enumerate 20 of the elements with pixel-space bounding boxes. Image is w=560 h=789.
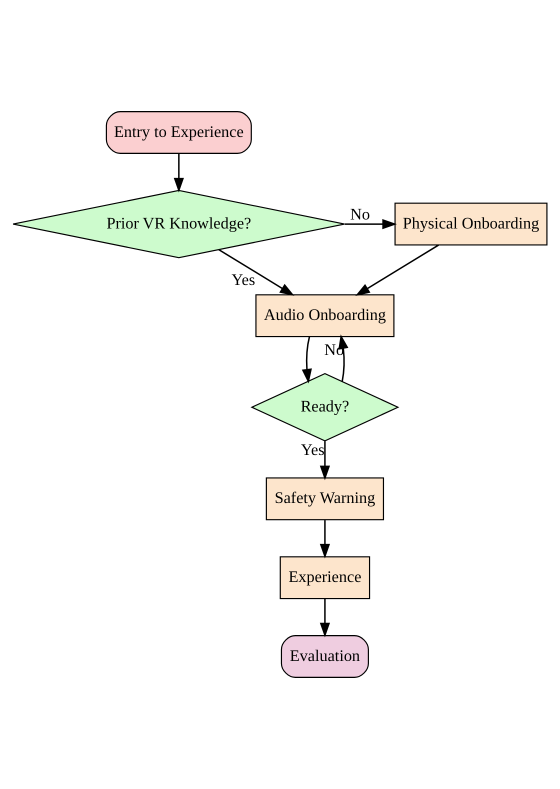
arrow [218, 249, 294, 296]
arrow [344, 218, 397, 230]
node-box: Entry to Experience [106, 111, 252, 154]
node-diamond: Prior VR Knowledge? [12, 190, 346, 258]
arrow [338, 334, 348, 382]
arrow [355, 244, 439, 296]
node-box: Safety Warning [266, 477, 384, 520]
node-diamond: Ready? [250, 373, 400, 442]
node-box: Audio Onboarding [255, 294, 394, 338]
arrow [320, 520, 330, 559]
arrow [320, 441, 330, 480]
arrow [174, 153, 184, 192]
arrow [320, 598, 330, 638]
node-box: Experience [280, 556, 370, 600]
edge-label: Yes [300, 441, 325, 460]
edge-label: No [350, 206, 370, 224]
node-box: Evaluation [280, 635, 369, 678]
edge-label: Yes [232, 271, 256, 290]
node-box: Physical Onboarding [394, 202, 548, 246]
arrow [302, 336, 312, 384]
